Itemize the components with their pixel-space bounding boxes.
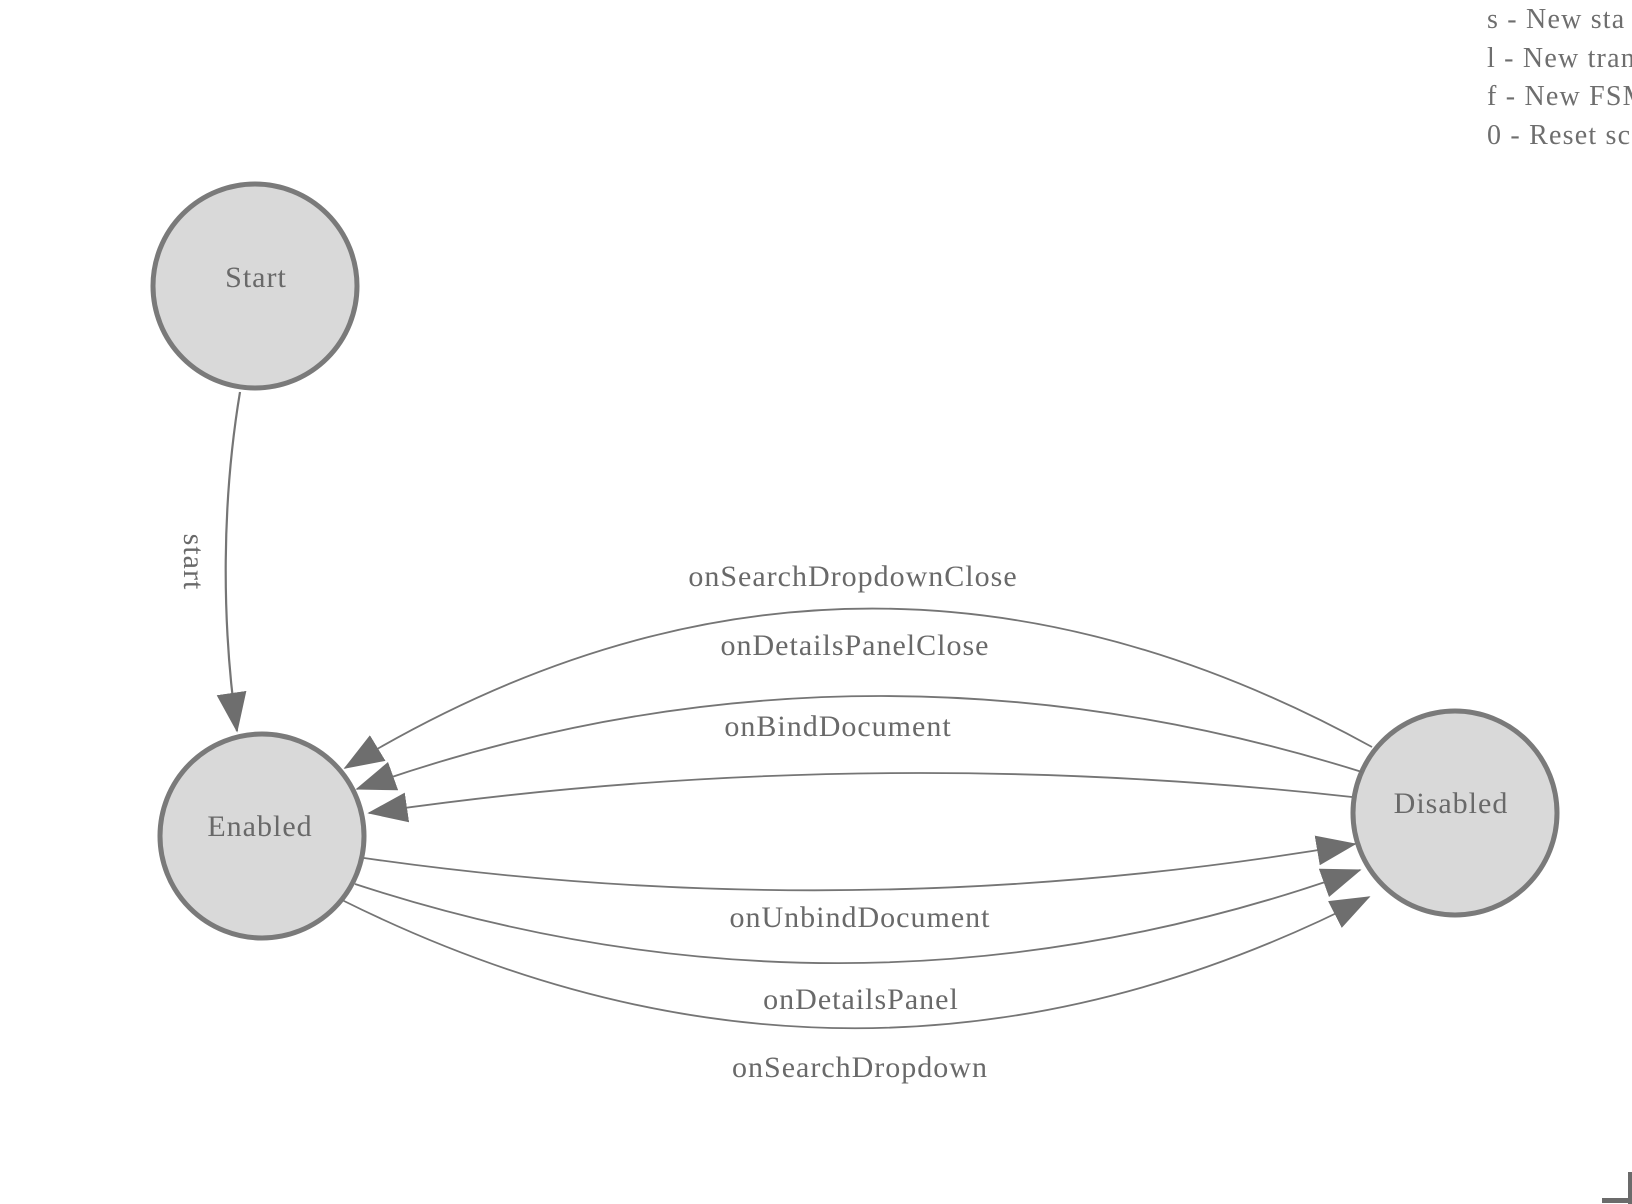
state-node-enabled[interactable]: [157, 731, 367, 941]
state-label-start: Start: [225, 261, 287, 294]
transition-edge-onbinddocument[interactable]: [367, 772, 1353, 823]
transition-label-onsearchdropdown[interactable]: onSearchDropdown: [732, 1051, 988, 1084]
state-label-disabled: Disabled: [1393, 787, 1509, 820]
transition-label-ondetailspanelclose[interactable]: onDetailsPanelClose: [720, 629, 990, 662]
transition-label-onunbinddocument[interactable]: onUnbindDocument: [729, 901, 991, 934]
legend-line-new-transition: l - New tran: [1487, 42, 1632, 74]
legend-line-reset: 0 - Reset sce: [1487, 119, 1632, 151]
legend-line-new-fsm: f - New FSM: [1487, 81, 1632, 113]
transition-edge-ondetailspanelclose[interactable]: [355, 695, 1363, 791]
shortcut-legend: s - New sta l - New tran f - New FSM 0 -…: [1487, 1, 1632, 155]
corner-mark-vertical: [1628, 1172, 1632, 1204]
transition-edge-ondetailspanel[interactable]: [354, 868, 1362, 965]
transition-edge-start[interactable]: [216, 391, 247, 733]
transition-label-start[interactable]: start: [177, 533, 210, 591]
transition-label-ondetailspanel[interactable]: onDetailsPanel: [763, 983, 959, 1016]
state-node-start[interactable]: [150, 181, 360, 391]
transition-edge-onsearchdropdown[interactable]: [341, 896, 1371, 1030]
corner-mark-horizontal: [1602, 1198, 1632, 1203]
transition-label-onsearchdropdownclose[interactable]: onSearchDropdownClose: [688, 560, 1018, 593]
transition-edge-onsearchdropdownclose[interactable]: [343, 607, 1373, 769]
transition-edge-onunbinddocument[interactable]: [363, 835, 1357, 892]
state-label-enabled: Enabled: [207, 810, 313, 843]
state-node-disabled[interactable]: [1350, 708, 1560, 918]
transition-label-onbinddocument[interactable]: onBindDocument: [724, 710, 952, 743]
legend-line-new-state: s - New sta: [1487, 4, 1626, 35]
